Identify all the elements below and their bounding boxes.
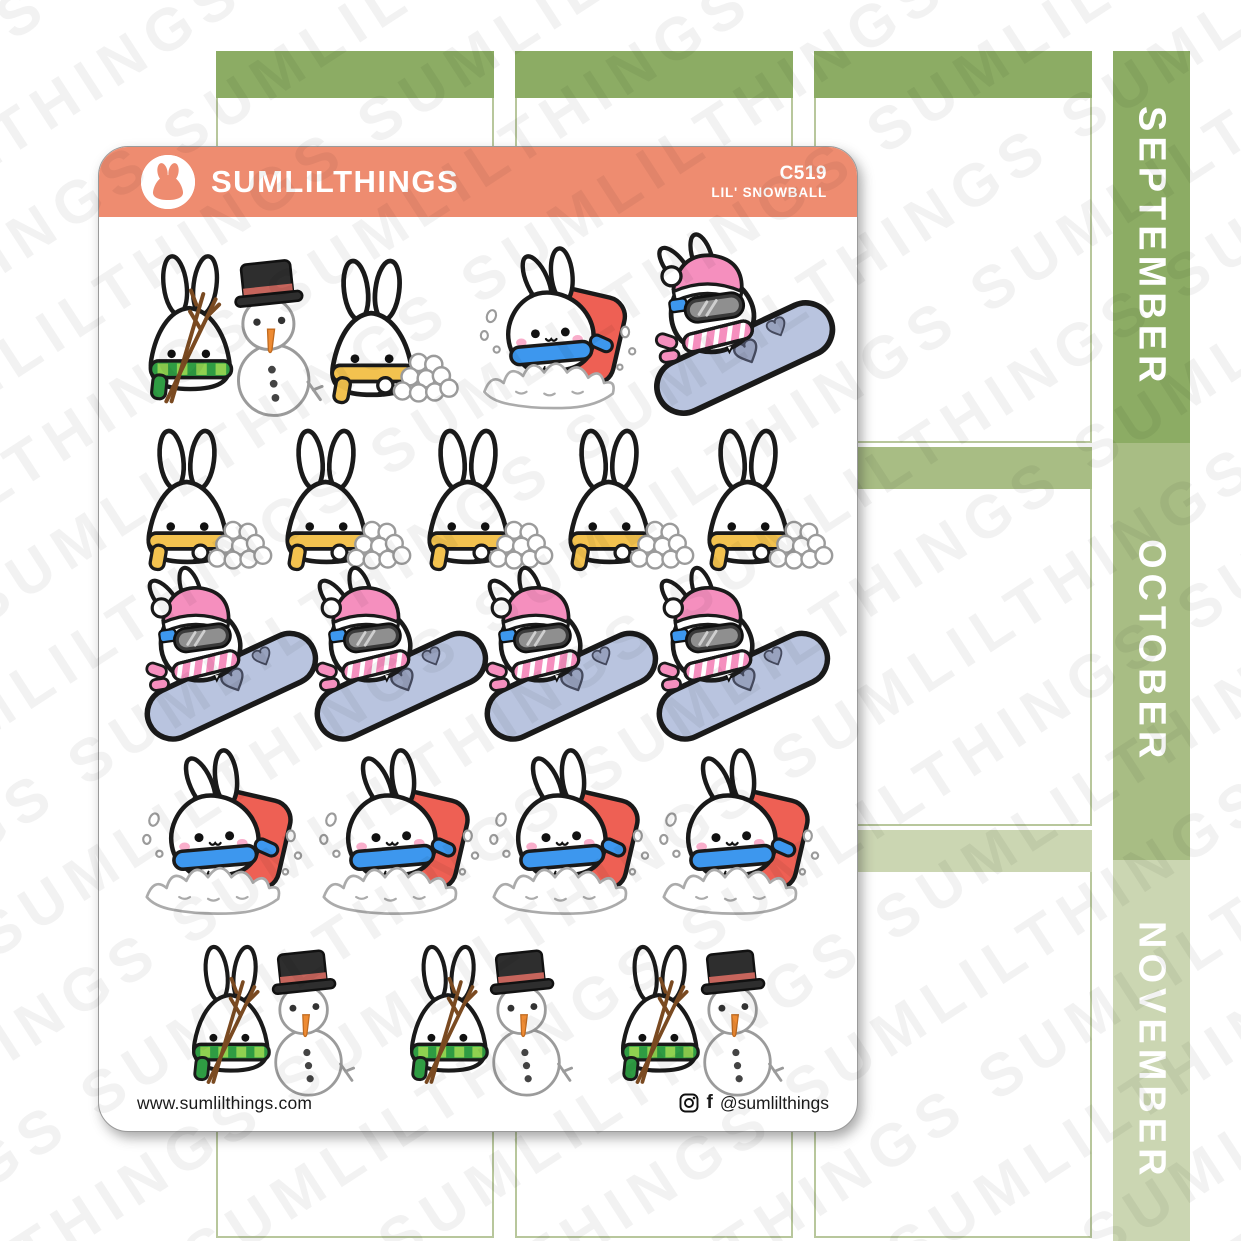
sticker-bunny-snowballs xyxy=(570,430,693,571)
sticker-bunny-snowballs xyxy=(287,430,410,571)
sticker-bunny-snowballs xyxy=(709,430,832,571)
planner-column-november-3 xyxy=(814,830,1092,1238)
instagram-icon xyxy=(680,1093,699,1113)
sticker-bunny-snowballs xyxy=(148,430,271,571)
planner-column-header xyxy=(814,51,1092,98)
month-banner-september: SEPTEMBER xyxy=(1113,51,1190,443)
month-banner-october: OCTOBER xyxy=(1113,443,1190,860)
sheet-header: SUMLILTHINGS C519 LIL' SNOWBALL xyxy=(99,147,857,217)
sheet-sku: C519 xyxy=(779,162,827,184)
sticker-bunny-sled xyxy=(320,749,478,913)
sticker-bunny-sled xyxy=(490,749,648,913)
planner-column-header xyxy=(814,447,1092,489)
sticker-bunny-snowman xyxy=(194,946,354,1096)
month-banner-november: NOVEMBER xyxy=(1113,860,1190,1241)
sticker-bunny-snowboard xyxy=(479,565,664,747)
social-row: f @sumlilthings xyxy=(679,1093,829,1114)
website-url: www.sumlilthings.com xyxy=(137,1092,313,1113)
sticker-bunny-snowboard xyxy=(648,232,841,422)
sticker-bunny-snowballs xyxy=(332,260,457,404)
social-handle: @sumlilthings xyxy=(719,1092,829,1113)
sticker-bunny-snowman xyxy=(150,255,322,415)
facebook-icon: f xyxy=(706,1091,713,1113)
month-banner-label: NOVEMBER xyxy=(1130,920,1173,1181)
sticker-bunny-sled xyxy=(481,247,635,408)
sticker-bunny-snowboard xyxy=(309,565,494,747)
sticker-bunny-sled xyxy=(660,749,818,913)
bunny-logo-icon xyxy=(141,155,195,209)
sticker-grid xyxy=(99,147,858,1132)
brand-name: SUMLILTHINGS xyxy=(211,164,460,199)
sheet-footer: www.sumlilthings.com f @sumlilthings xyxy=(137,1091,829,1115)
planner-column-header xyxy=(814,830,1092,872)
brand-logo xyxy=(141,155,195,209)
sticker-bunny-snowman xyxy=(623,946,783,1096)
sticker-bunny-sled xyxy=(143,749,301,913)
sticker-bunny-snowboard xyxy=(139,565,324,747)
sticker-bunny-snowboard xyxy=(651,565,836,747)
sticker-bunny-snowballs xyxy=(429,430,552,571)
month-banner-label: OCTOBER xyxy=(1130,539,1173,764)
sticker-bunny-snowman xyxy=(412,946,572,1096)
planner-column-september-3 xyxy=(814,51,1092,443)
planner-column-header xyxy=(515,51,793,98)
sticker-sheet: SUMLILTHINGS C519 LIL' SNOWBALL www.suml… xyxy=(98,146,858,1132)
month-banner-label: SEPTEMBER xyxy=(1130,106,1173,388)
sheet-title: LIL' SNOWBALL xyxy=(711,185,827,201)
sheet-code-block: C519 LIL' SNOWBALL xyxy=(711,163,827,202)
planner-column-header xyxy=(216,51,494,98)
